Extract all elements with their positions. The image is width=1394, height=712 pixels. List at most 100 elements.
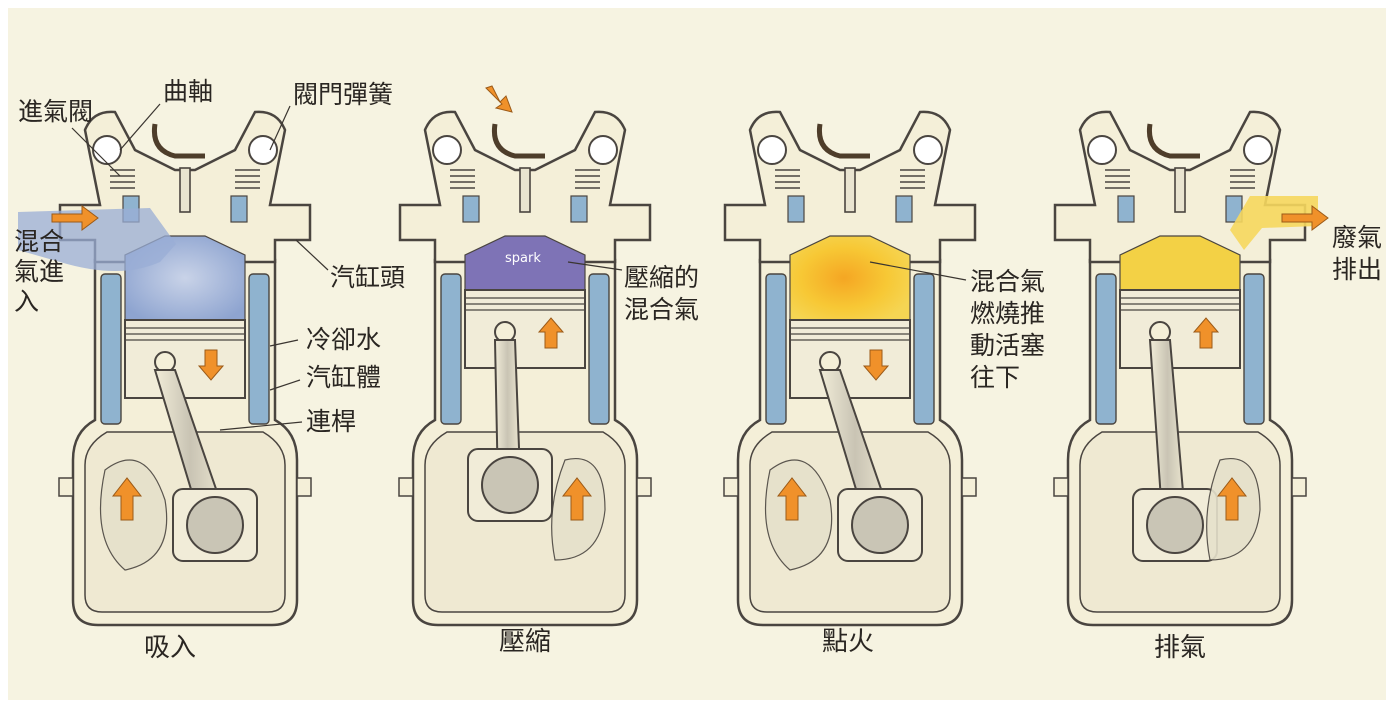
leader-connecting-rod	[219, 421, 303, 431]
label-cylinder-block: 汽缸體	[306, 363, 381, 392]
crank-journal	[481, 456, 539, 514]
label-exhaust-1: 廢氣	[1332, 223, 1382, 252]
leader-intake-valve	[71, 127, 121, 177]
coolant-head-right	[1225, 195, 1243, 223]
label-combustion-1: 混合氣	[970, 267, 1045, 296]
label-connecting-rod: 連桿	[306, 407, 356, 436]
coolant-jacket-right	[588, 273, 610, 425]
coolant-jacket-right	[913, 273, 935, 425]
exhaust-cam	[1243, 135, 1273, 165]
label-coolant: 冷卻水	[306, 325, 381, 354]
piston-direction-arrow-icon	[1192, 317, 1220, 349]
ignition-wire	[491, 123, 545, 159]
leader-valve-spring	[269, 105, 291, 151]
coolant-jacket-right	[248, 273, 270, 425]
coolant-jacket-left	[765, 273, 787, 425]
exhaust-arrow-icon	[1281, 205, 1329, 231]
exhaust-flow	[1230, 196, 1318, 250]
bolt-right	[636, 477, 652, 497]
piston	[124, 319, 246, 399]
spark-plug	[179, 167, 191, 213]
leader-cylinder-block	[269, 379, 301, 391]
intake-flow	[18, 208, 176, 271]
coolant-head-right	[570, 195, 588, 223]
piston-direction-arrow-icon	[537, 317, 565, 349]
label-combustion-2: 燃燒推	[970, 299, 1045, 328]
label-combustion-4: 往下	[970, 363, 1020, 392]
label-exhaust-2: 排出	[1332, 255, 1382, 284]
piston	[464, 289, 586, 369]
intake-cam	[1087, 135, 1117, 165]
piston	[1119, 289, 1241, 369]
spark-plug	[519, 167, 531, 213]
bolt-left	[58, 477, 74, 497]
spark-plug	[844, 167, 856, 213]
caption-compression: 壓縮	[499, 627, 551, 657]
leader-crankshaft	[119, 103, 161, 151]
label-mixture-in-2: 氣進	[14, 257, 64, 286]
coolant-head-left	[1117, 195, 1135, 223]
ignition-wire	[816, 123, 870, 159]
piston-direction-arrow-icon	[862, 349, 890, 381]
rotation-arrow-icon	[1216, 477, 1248, 521]
crank-journal	[1146, 496, 1204, 554]
coolant-head-left	[462, 195, 480, 223]
label-mixture-in-3: 入	[14, 287, 39, 316]
intake-cam	[432, 135, 462, 165]
coolant-head-left	[787, 195, 805, 223]
coolant-head-right	[230, 195, 248, 223]
engine-4	[1053, 110, 1307, 627]
coolant-jacket-right	[1243, 273, 1265, 425]
label-intake-valve: 進氣閥	[18, 97, 93, 126]
caption-ignition: 點火	[822, 627, 874, 657]
bolt-left	[723, 477, 739, 497]
label-combustion-3: 動活塞	[970, 331, 1045, 360]
engine-2	[398, 110, 652, 627]
coolant-jacket-left	[100, 273, 122, 425]
rotation-arrow-icon	[111, 477, 143, 521]
intake-cam	[757, 135, 787, 165]
leader-compressed	[567, 261, 623, 271]
caption-intake: 吸入	[144, 633, 196, 663]
combustion-chamber	[789, 235, 911, 321]
leader-combustion	[869, 261, 967, 281]
exhaust-cam	[588, 135, 618, 165]
crank-journal	[186, 496, 244, 554]
coolant-jacket-left	[440, 273, 462, 425]
leader-cylinder-head	[295, 239, 329, 271]
label-spark: spark	[505, 251, 541, 266]
label-compressed-2: 混合氣	[624, 295, 699, 324]
exhaust-cam	[913, 135, 943, 165]
bolt-left	[398, 477, 414, 497]
bolt-right	[296, 477, 312, 497]
piston-direction-arrow-icon	[197, 349, 225, 381]
bolt-right	[1291, 477, 1307, 497]
crank-journal	[851, 496, 909, 554]
coolant-head-right	[895, 195, 913, 223]
rotation-arrow-icon	[561, 477, 593, 521]
coolant-jacket-left	[1095, 273, 1117, 425]
leader-coolant	[269, 339, 299, 347]
label-compressed-1: 壓縮的	[624, 263, 699, 292]
fuel-arrow-icon	[485, 85, 513, 113]
caption-exhaust: 排氣	[1154, 633, 1206, 663]
label-valve-spring: 閥門彈簧	[293, 80, 393, 109]
bolt-left	[1053, 477, 1069, 497]
ignition-wire	[151, 123, 205, 159]
exhaust-cam	[248, 135, 278, 165]
ignition-wire	[1146, 123, 1200, 159]
bolt-right	[961, 477, 977, 497]
engine-1	[58, 110, 312, 627]
crank-web	[764, 459, 833, 571]
label-crankshaft: 曲軸	[163, 77, 213, 106]
label-cylinder-head: 汽缸頭	[330, 263, 405, 292]
piston	[789, 319, 911, 399]
engine-3	[723, 110, 977, 627]
spark-plug	[1174, 167, 1186, 213]
crank-web	[99, 459, 168, 571]
intake-cam	[92, 135, 122, 165]
rotation-arrow-icon	[776, 477, 808, 521]
engine-group	[58, 110, 1307, 627]
